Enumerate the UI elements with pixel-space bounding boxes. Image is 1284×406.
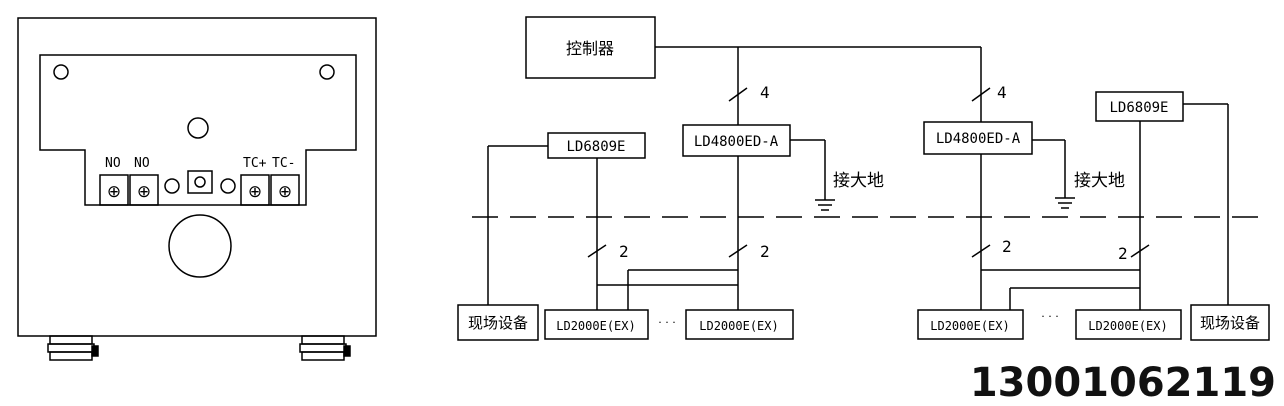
terminal-label-no-2: NO [134, 156, 150, 171]
field-device-label-right: 现场设备 [1200, 314, 1260, 332]
terminal-label-tc-plus: TC+ [243, 156, 267, 171]
enclosure-outline [17, 17, 377, 337]
detector-label: LD2000E(EX) [1088, 319, 1167, 333]
field-device-box-left [457, 304, 539, 341]
detector-label: LD2000E(EX) [699, 319, 778, 333]
screw-icon: ⊕ [248, 182, 262, 202]
module-box-left [682, 124, 791, 157]
led-right [220, 178, 236, 194]
detector-box [544, 309, 649, 340]
controller-box [525, 16, 656, 79]
detector-box [685, 309, 794, 340]
terminal-panel [39, 54, 357, 206]
bus-count-right: 4 [997, 83, 1007, 102]
adjust-knob-center [194, 176, 206, 188]
relay-box-right [1095, 91, 1184, 122]
ground-label-right: 接大地 [1074, 171, 1125, 191]
terminal-block-3 [240, 174, 270, 206]
field-device-box-right [1190, 304, 1270, 341]
detector-label: LD2000E(EX) [556, 319, 635, 333]
bus-slash-right [971, 87, 991, 102]
bus-count-left: 4 [760, 83, 770, 102]
ellipsis-left: · · · [658, 316, 675, 329]
detector-box [1075, 309, 1182, 340]
center-hole [187, 117, 209, 139]
mount-hole-right [319, 64, 335, 80]
branch-count: 2 [1002, 237, 1012, 256]
screw-icon: ⊕ [278, 182, 292, 202]
ellipsis-right: · · · [1041, 310, 1058, 323]
cable-gland-right [299, 335, 351, 361]
module-label-left: LD4800ED-A [694, 134, 779, 150]
detector-box [917, 309, 1024, 340]
branch-count: 2 [1118, 244, 1128, 263]
relay-label-left: LD6809E [566, 139, 625, 155]
module-box-right [923, 121, 1033, 155]
ground-label-left: 接大地 [833, 171, 884, 191]
detector-label: LD2000E(EX) [930, 319, 1009, 333]
wiring-lines [472, 46, 1270, 310]
controller-label: 控制器 [566, 39, 614, 58]
wiring-boxes [457, 16, 1270, 341]
terminal-label-no-1: NO [105, 156, 121, 171]
wiring-labels: 控制器 LD4800ED-A LD4800ED-A LD6809E LD6809… [468, 39, 1260, 333]
field-device-label-left: 现场设备 [468, 314, 528, 332]
terminal-block-2 [129, 174, 159, 206]
contact-phone: 13001062119 [970, 360, 1276, 406]
screw-icon: ⊕ [137, 182, 151, 202]
led-left [164, 178, 180, 194]
sensor-opening [168, 214, 232, 278]
adjust-knob [187, 170, 213, 194]
terminal-block-1 [99, 174, 129, 206]
cable-gland-left [47, 335, 99, 361]
relay-box-left [547, 132, 646, 159]
terminal-block-4 [270, 174, 300, 206]
branch-count: 2 [760, 242, 770, 261]
mount-hole-left [53, 64, 69, 80]
device-labels: NO NO TC+ TC- ⊕ ⊕ ⊕ ⊕ [105, 156, 295, 202]
screw-icon: ⊕ [107, 182, 121, 202]
branch-count: 2 [619, 242, 629, 261]
relay-label-right: LD6809E [1109, 100, 1168, 116]
module-label-right: LD4800ED-A [936, 131, 1021, 147]
terminal-label-tc-minus: TC- [272, 156, 295, 171]
device-front-view [17, 17, 377, 361]
bus-slash-left [728, 87, 748, 102]
